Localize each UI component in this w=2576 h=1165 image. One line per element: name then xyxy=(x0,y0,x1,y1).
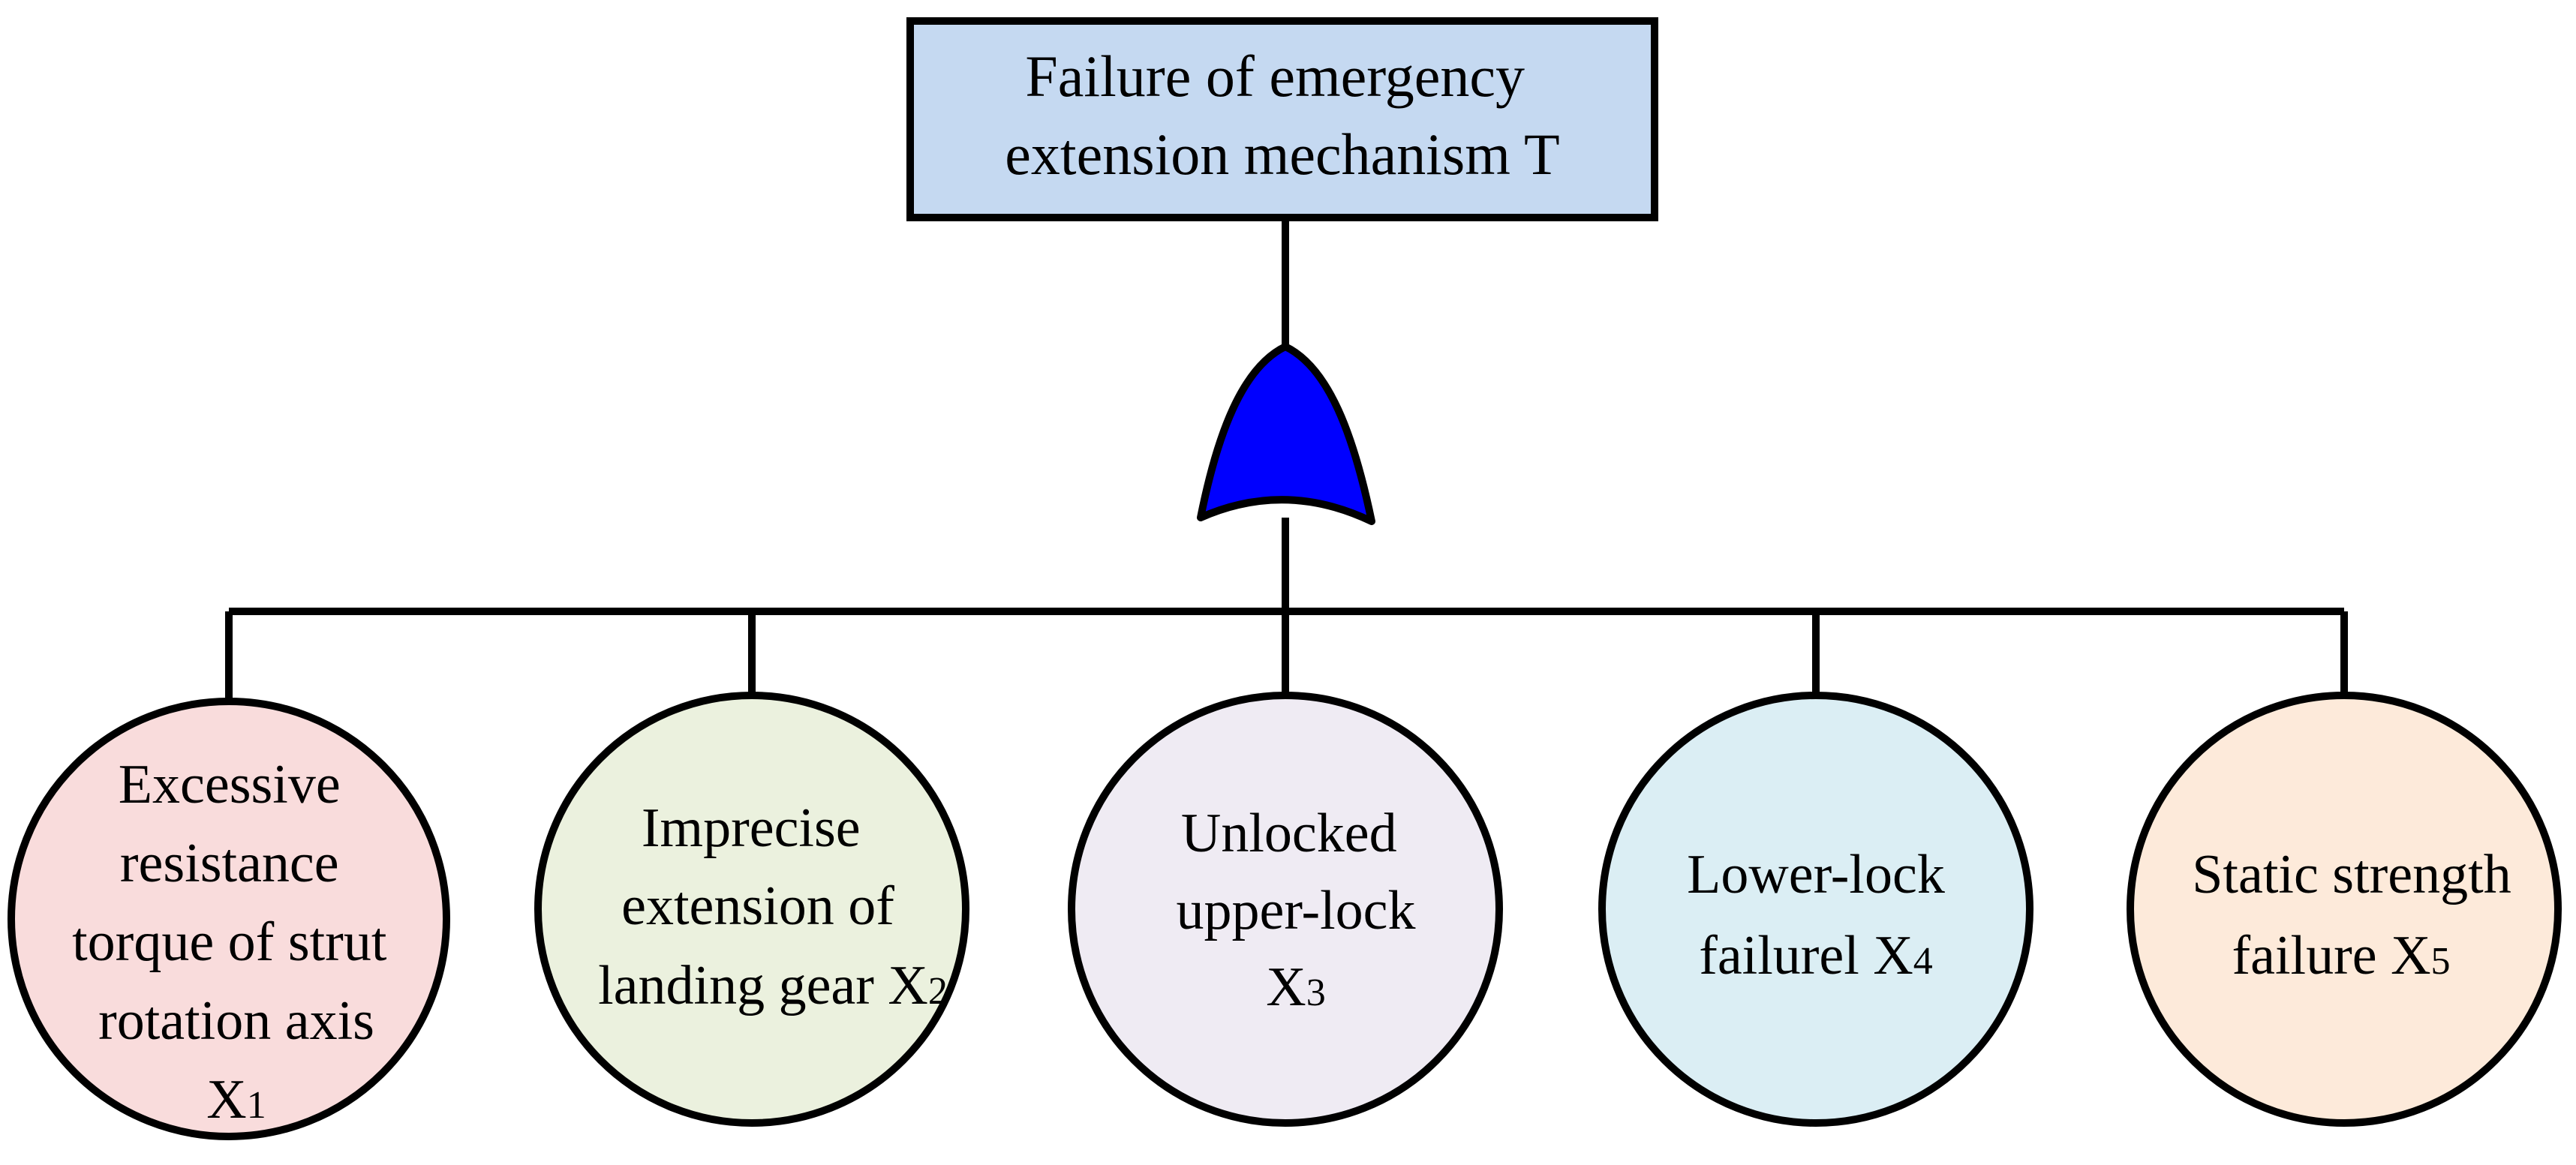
event-line: Unlocked xyxy=(1181,803,1397,864)
top-event-line-1: Failure of emergency xyxy=(1025,44,1525,109)
event-line: failure xyxy=(2232,925,2376,986)
top-event-label: Failure of emergency extension mechanism… xyxy=(1005,44,1559,187)
event-subscript: 3 xyxy=(1306,971,1326,1014)
basic-event-x5: Static strength failure X5 xyxy=(2127,692,2562,1127)
event-symbol: X xyxy=(1266,956,1306,1018)
connectors xyxy=(225,218,2348,701)
event-line: Imprecise xyxy=(642,797,861,859)
event-line: failurel xyxy=(1699,925,1859,986)
event-subscript: 1 xyxy=(247,1084,266,1127)
event-line: resistance xyxy=(120,833,339,894)
basic-event-symbol: failurel X4 xyxy=(1699,925,1933,986)
basic-event-label: Lower-lock xyxy=(1687,844,1945,905)
basic-event-circle xyxy=(1068,692,1503,1127)
basic-event-label: Unlocked upper-lock xyxy=(1176,803,1415,941)
event-line: Static strength xyxy=(2192,844,2511,905)
event-line: Lower-lock xyxy=(1687,844,1945,905)
basic-event-label: Static strength xyxy=(2192,844,2511,905)
basic-event-x1: Excessive resistance torque of strut rot… xyxy=(8,698,450,1140)
event-subscript: 4 xyxy=(1913,940,1933,983)
basic-event-label: Imprecise extension of xyxy=(621,797,894,937)
event-subscript: 5 xyxy=(2431,940,2451,983)
event-line: upper-lock xyxy=(1176,880,1415,941)
basic-event-circle xyxy=(1598,692,2033,1127)
event-line: landing gear xyxy=(598,955,874,1016)
event-symbol: X xyxy=(888,955,927,1016)
event-symbol: X xyxy=(2391,925,2430,986)
top-event-line-2: extension mechanism T xyxy=(1005,122,1559,187)
event-line: extension of xyxy=(621,875,894,937)
event-line: Excessive xyxy=(119,754,341,815)
basic-event-symbol: X3 xyxy=(1266,956,1325,1018)
event-subscript: 2 xyxy=(928,970,948,1013)
event-line: torque of strut xyxy=(72,911,387,973)
basic-event-x3: Unlocked upper-lock X3 xyxy=(1068,692,1503,1127)
basic-event-label: Excessive resistance torque of strut rot… xyxy=(72,754,401,1052)
basic-event-symbol: X1 xyxy=(206,1069,266,1130)
basic-event-symbol: failure X5 xyxy=(2232,925,2450,986)
event-line: rotation axis xyxy=(98,990,374,1052)
top-event: Failure of emergency extension mechanism… xyxy=(906,17,1658,221)
basic-event-symbol: landing gear X2 xyxy=(598,955,948,1016)
top-event-box xyxy=(906,17,1658,221)
or-gate-icon xyxy=(1197,343,1375,525)
basic-event-x2: Imprecise extension of landing gear X2 xyxy=(534,692,969,1127)
basic-event-x4: Lower-lock failurel X4 xyxy=(1598,692,2033,1127)
basic-event-circle xyxy=(534,692,969,1127)
event-symbol: X xyxy=(1873,925,1913,986)
event-symbol: X xyxy=(206,1069,246,1130)
basic-event-circle xyxy=(2127,692,2562,1127)
basic-event-circle xyxy=(8,698,450,1140)
